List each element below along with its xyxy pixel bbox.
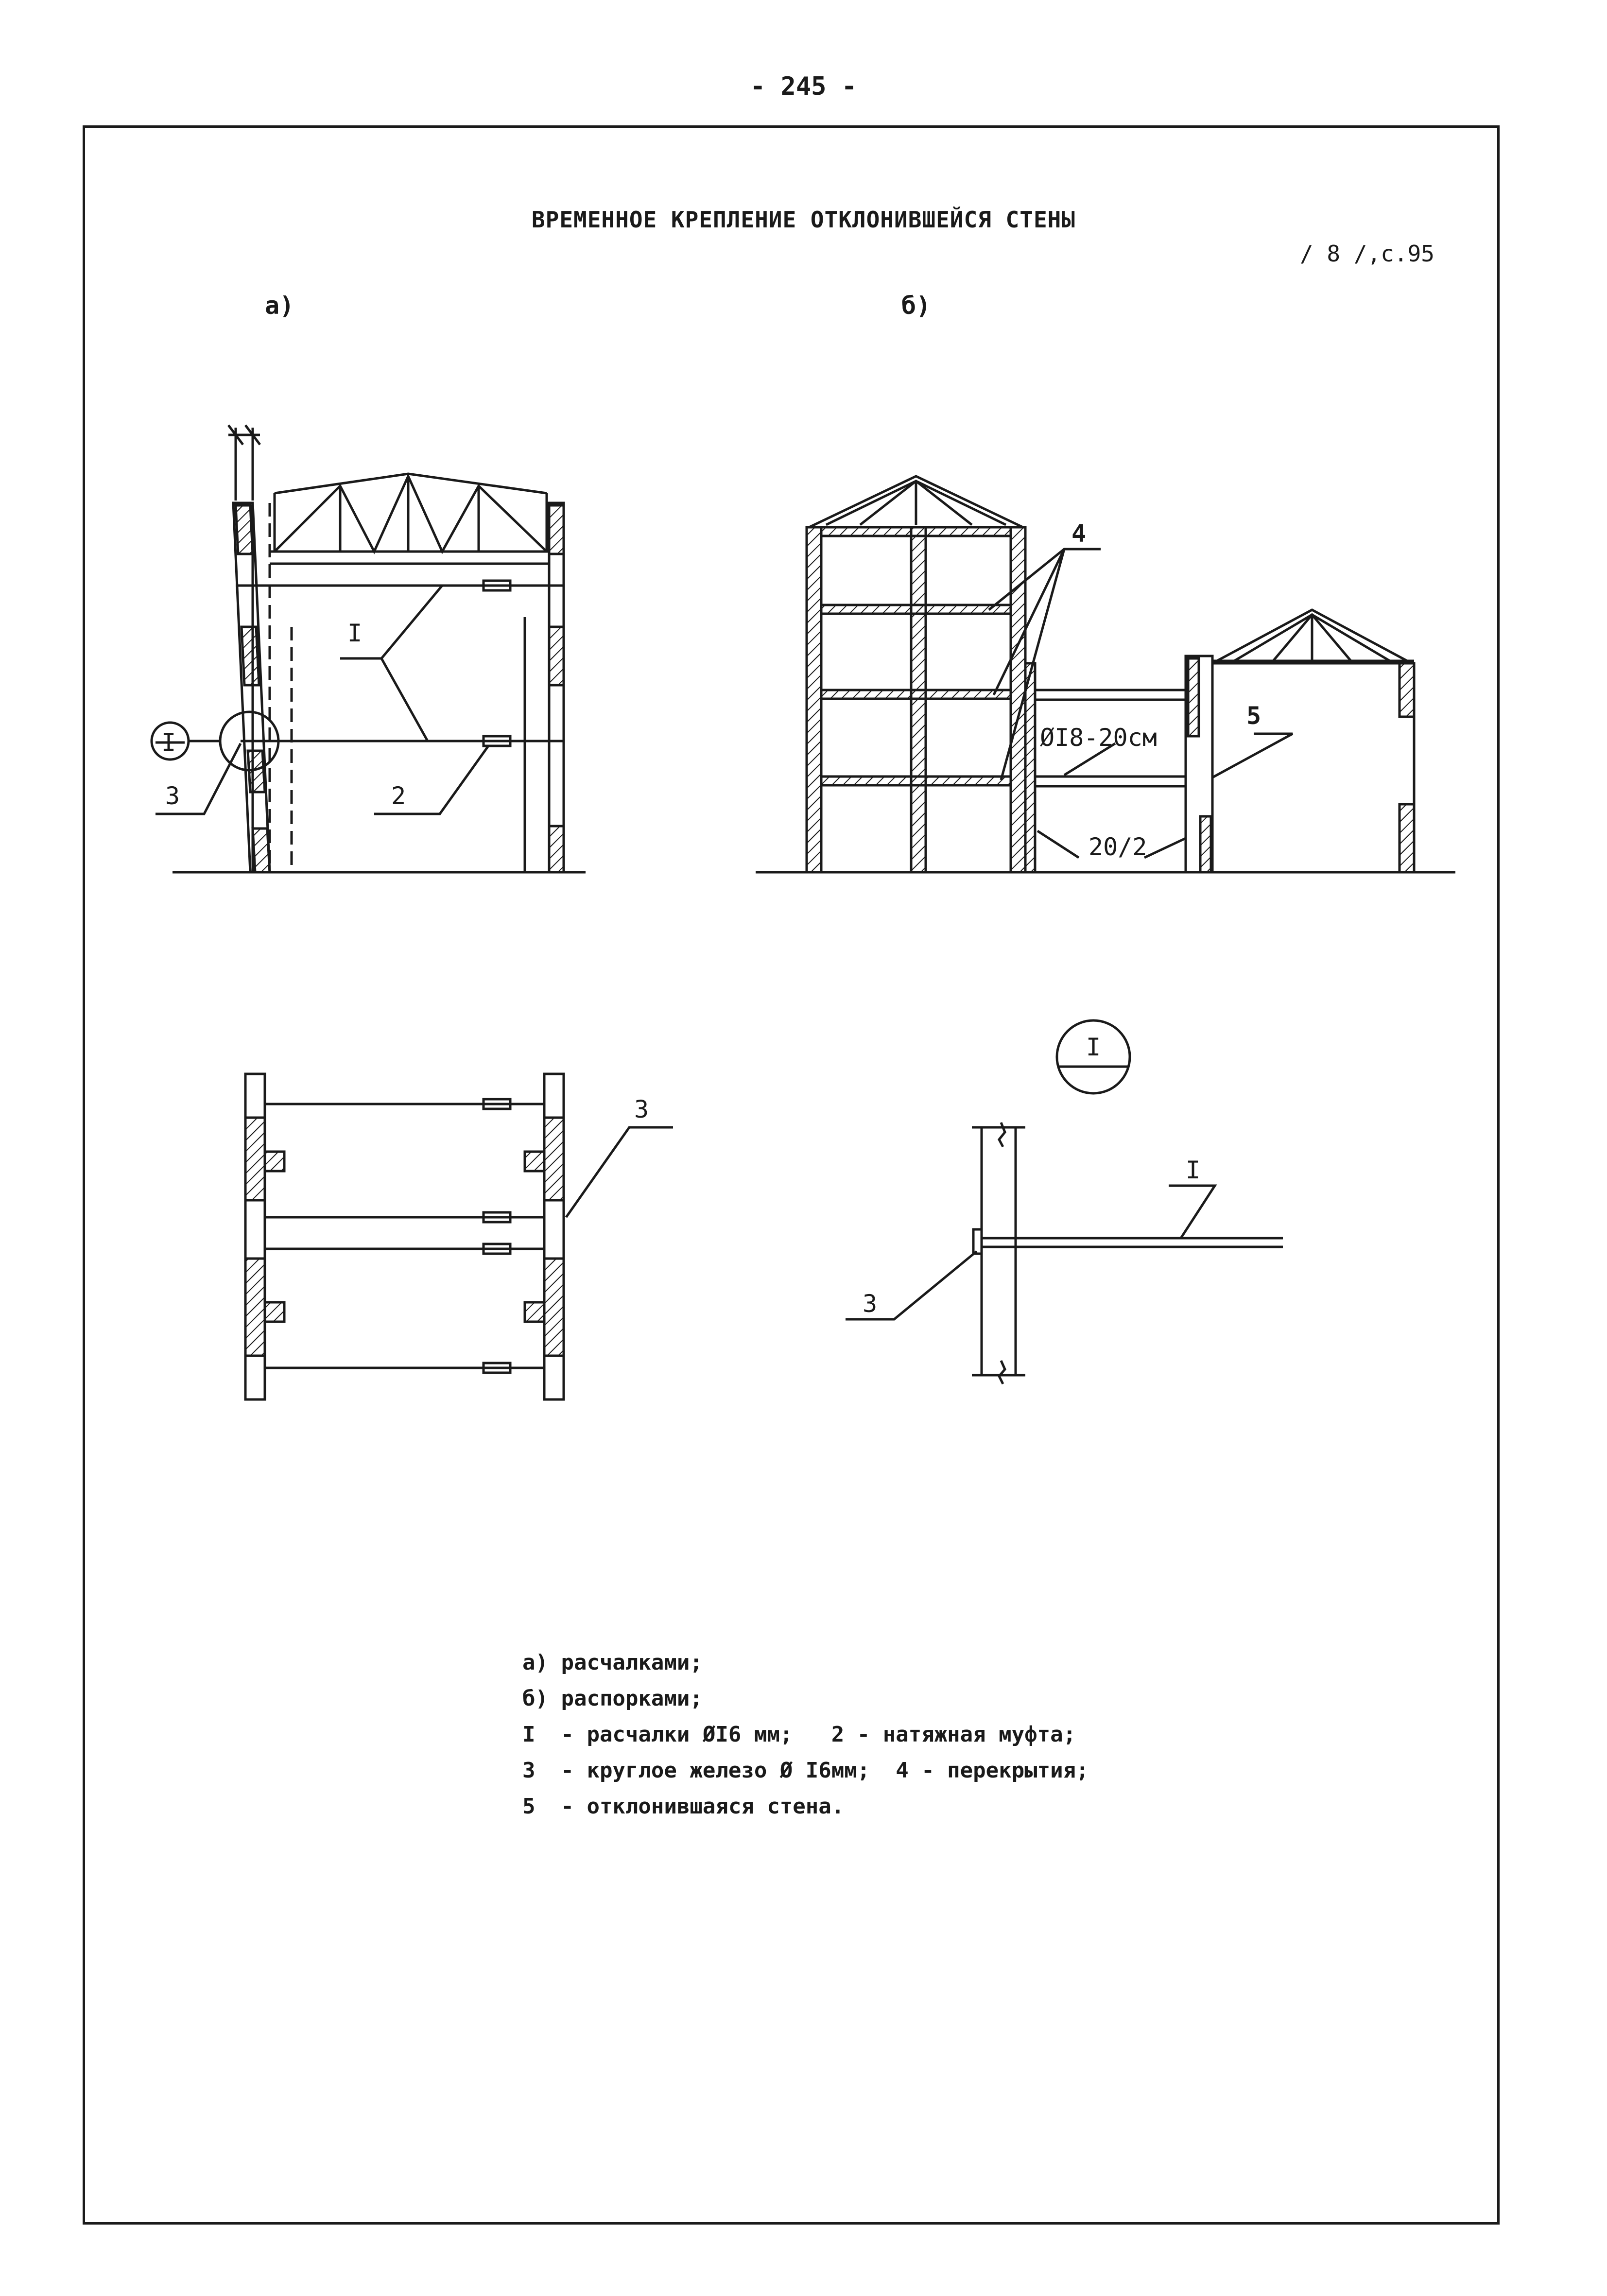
label-plan-round-iron: 3 bbox=[634, 1095, 649, 1123]
legend-item-3-4: 3 - круглое железо Ø I6мм; 4 - перекрыти… bbox=[522, 1758, 1089, 1783]
label-detail-wire: I bbox=[1186, 1156, 1200, 1184]
page-title: ВРЕМЕННОЕ КРЕПЛЕНИЕ ОТКЛОНИВШЕЙСЯ СТЕНЫ bbox=[531, 207, 1076, 233]
right-wall-a bbox=[548, 501, 565, 874]
label-leaning-wall: 5 bbox=[1246, 702, 1261, 730]
legend-item-1-2: I - расчалки ØI6 мм; 2 - натяжная муфта; bbox=[522, 1722, 1076, 1747]
figure-a-label: а) bbox=[265, 292, 294, 320]
label-strut-spacing: 20/2 bbox=[1089, 833, 1147, 861]
figure-b-label: б) bbox=[901, 292, 931, 320]
turnbuckle-upper bbox=[482, 579, 512, 592]
label-round-iron: 3 bbox=[165, 782, 180, 810]
page-frame bbox=[83, 125, 1500, 2225]
label-detail-mark: I bbox=[1086, 1033, 1101, 1061]
legend: а) расчалками; б) распорками; I - расчал… bbox=[522, 1645, 1089, 1825]
legend-item-b: б) распорками; bbox=[522, 1686, 703, 1711]
label-floors: 4 bbox=[1071, 519, 1086, 548]
reference: / 8 /,с.95 bbox=[1300, 241, 1434, 267]
label-guy-wire: I bbox=[347, 619, 362, 647]
legend-item-a: а) расчалками; bbox=[522, 1650, 703, 1675]
plan-wall-right bbox=[543, 1072, 565, 1401]
detail-view bbox=[846, 1019, 1283, 1385]
legend-item-5: 5 - отклонившаяся стена. bbox=[522, 1794, 845, 1819]
figure-a-section bbox=[150, 424, 586, 874]
plan-wall-left bbox=[244, 1072, 266, 1401]
label-detail-callout: I bbox=[161, 728, 176, 757]
turnbuckle-lower bbox=[482, 735, 512, 747]
label-detail-round-iron: 3 bbox=[863, 1290, 877, 1318]
adjacent-building bbox=[1211, 662, 1416, 874]
label-turnbuckle: 2 bbox=[391, 782, 406, 810]
figure-b-section bbox=[756, 475, 1455, 874]
detail-mark-circle bbox=[1055, 1019, 1131, 1095]
page-number: - 245 - bbox=[750, 72, 857, 101]
plan-view bbox=[244, 1072, 673, 1401]
callout-labels: I 2 3 I 4 5 ØI8-20см 20/2 3 I I 3 bbox=[161, 519, 1261, 1318]
label-strut-size: ØI8-20см bbox=[1040, 724, 1157, 752]
